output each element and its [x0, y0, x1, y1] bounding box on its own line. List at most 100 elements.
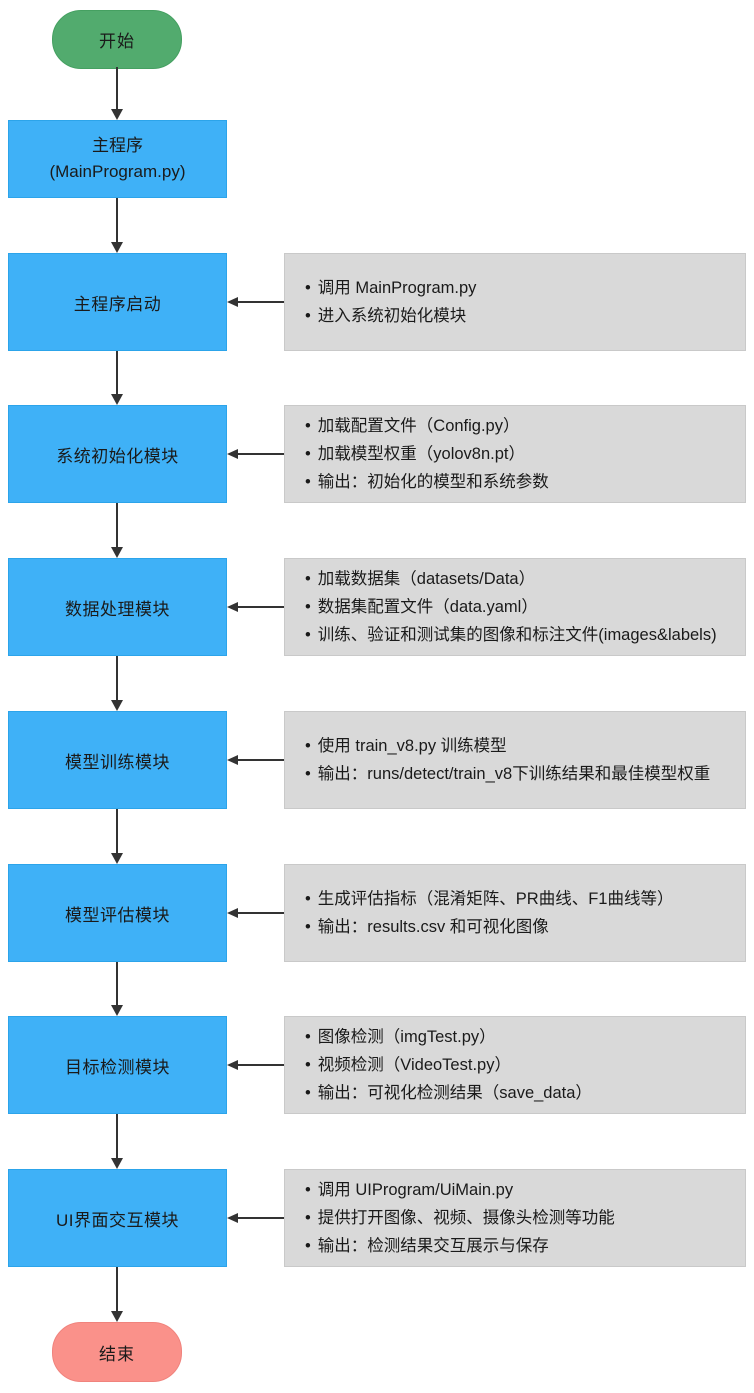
arrow-down-icon: [110, 351, 123, 405]
start-terminal: 开始: [52, 10, 182, 69]
arrow-left-icon: [227, 1016, 284, 1114]
flow-row-program-start: 主程序启动 • 调用 MainProgram.py • 进入系统初始化模块: [0, 253, 754, 351]
note-item: • 输出：初始化的模型和系统参数: [305, 468, 735, 496]
arrow-head: [227, 297, 238, 307]
note-text: 调用 MainProgram.py: [317, 279, 477, 297]
arrow-line: [238, 912, 284, 914]
note-item: • 进入系统初始化模块: [305, 302, 735, 330]
arrow-line: [115, 962, 118, 1005]
arrow-head: [110, 242, 123, 253]
bullet-icon: •: [305, 417, 311, 435]
note-text: 调用 UIProgram/UiMain.py: [317, 1181, 514, 1199]
note-item: • 训练、验证和测试集的图像和标注文件(images&labels): [305, 621, 735, 649]
arrow-down-icon: [110, 962, 123, 1016]
note-text: 输出：runs/detect/train_v8下训练结果和最佳模型权重: [317, 765, 711, 783]
node-object-detection: 目标检测模块: [8, 1016, 227, 1114]
end-label: 结束: [99, 1344, 135, 1364]
arrow-line: [238, 453, 284, 455]
node-main-program: 主程序 (MainProgram.py): [8, 120, 227, 198]
arrow-down-icon: [110, 1114, 123, 1169]
arrow-left-icon: [227, 711, 284, 809]
node-program-start: 主程序启动: [8, 253, 227, 351]
flow-row-ui-interaction: UI界面交互模块 • 调用 UIProgram/UiMain.py • 提供打开…: [0, 1169, 754, 1267]
arrow-head: [227, 602, 238, 612]
note-text: 输出：可视化检测结果（save_data）: [317, 1084, 592, 1102]
note-item: • 加载数据集（datasets/Data）: [305, 565, 735, 593]
note-item: • 提供打开图像、视频、摄像头检测等功能: [305, 1204, 735, 1232]
note-item: • 输出：results.csv 和可视化图像: [305, 913, 735, 941]
note-item: • 生成评估指标（混淆矩阵、PR曲线、F1曲线等）: [305, 885, 735, 913]
arrow-down-icon: [110, 67, 123, 120]
bullet-icon: •: [305, 1209, 311, 1227]
arrow-left-icon: [227, 405, 284, 503]
note-text: 训练、验证和测试集的图像和标注文件(images&labels): [317, 626, 717, 644]
arrow-line: [115, 351, 118, 394]
note-box-program-start: • 调用 MainProgram.py • 进入系统初始化模块: [284, 253, 746, 351]
arrow-line: [238, 1217, 284, 1219]
note-box-system-init: • 加载配置文件（Config.py） • 加载模型权重（yolov8n.pt）…: [284, 405, 746, 503]
note-text: 进入系统初始化模块: [317, 307, 467, 325]
arrow-head: [110, 547, 123, 558]
note-box-object-detection: • 图像检测（imgTest.py） • 视频检测（VideoTest.py） …: [284, 1016, 746, 1114]
node-label: 模型训练模块: [65, 752, 170, 772]
note-text: 加载配置文件（Config.py）: [317, 417, 520, 435]
node-data-processing: 数据处理模块: [8, 558, 227, 656]
note-text: 输出：检测结果交互展示与保存: [317, 1237, 549, 1255]
arrow-head: [110, 700, 123, 711]
note-item: • 加载配置文件（Config.py）: [305, 412, 735, 440]
node-model-evaluation: 模型评估模块: [8, 864, 227, 962]
arrow-line: [115, 656, 118, 700]
arrow-left-icon: [227, 558, 284, 656]
note-text: 输出：results.csv 和可视化图像: [317, 918, 549, 936]
arrow-line: [238, 301, 284, 303]
flow-row-system-init: 系统初始化模块 • 加载配置文件（Config.py） • 加载模型权重（yol…: [0, 405, 754, 503]
note-item: • 数据集配置文件（data.yaml）: [305, 593, 735, 621]
bullet-icon: •: [305, 1028, 311, 1046]
bullet-icon: •: [305, 918, 311, 936]
arrow-head: [110, 1005, 123, 1016]
arrow-down-icon: [110, 503, 123, 558]
arrow-head: [227, 1213, 238, 1223]
node-label: 系统初始化模块: [56, 446, 179, 466]
bullet-icon: •: [305, 1056, 311, 1074]
note-item: • 输出：检测结果交互展示与保存: [305, 1232, 735, 1260]
arrow-head: [110, 109, 123, 120]
arrow-line: [115, 1267, 118, 1311]
flow-row-data-processing: 数据处理模块 • 加载数据集（datasets/Data） • 数据集配置文件（…: [0, 558, 754, 656]
note-item: • 调用 UIProgram/UiMain.py: [305, 1176, 735, 1204]
node-system-init: 系统初始化模块: [8, 405, 227, 503]
bullet-icon: •: [305, 570, 311, 588]
note-item: • 视频检测（VideoTest.py）: [305, 1051, 735, 1079]
flow-row-model-training: 模型训练模块 • 使用 train_v8.py 训练模型 • 输出：runs/d…: [0, 711, 754, 809]
start-label: 开始: [99, 32, 135, 51]
arrow-down-icon: [110, 656, 123, 711]
arrow-head: [110, 1311, 123, 1322]
node-label: UI界面交互模块: [56, 1210, 179, 1230]
arrow-line: [238, 759, 284, 761]
bullet-icon: •: [305, 445, 311, 463]
note-text: 加载模型权重（yolov8n.pt）: [317, 445, 525, 463]
flow-row-model-evaluation: 模型评估模块 • 生成评估指标（混淆矩阵、PR曲线、F1曲线等） • 输出：re…: [0, 864, 754, 962]
bullet-icon: •: [305, 737, 311, 755]
end-terminal: 结束: [52, 1322, 182, 1382]
note-box-data-processing: • 加载数据集（datasets/Data） • 数据集配置文件（data.ya…: [284, 558, 746, 656]
arrow-left-icon: [227, 864, 284, 962]
arrow-head: [227, 1060, 238, 1070]
node-label: 目标检测模块: [65, 1057, 170, 1077]
flow-row-object-detection: 目标检测模块 • 图像检测（imgTest.py） • 视频检测（VideoTe…: [0, 1016, 754, 1114]
node-label: 模型评估模块: [65, 905, 170, 925]
arrow-head: [110, 853, 123, 864]
bullet-icon: •: [305, 1084, 311, 1102]
note-text: 输出：初始化的模型和系统参数: [317, 473, 549, 491]
arrow-head: [110, 1158, 123, 1169]
note-box-ui-interaction: • 调用 UIProgram/UiMain.py • 提供打开图像、视频、摄像头…: [284, 1169, 746, 1267]
main-program-label-line2: (MainProgram.py): [49, 162, 186, 181]
note-text: 加载数据集（datasets/Data）: [317, 570, 536, 588]
arrow-head: [227, 449, 238, 459]
arrow-head: [110, 394, 123, 405]
note-text: 生成评估指标（混淆矩阵、PR曲线、F1曲线等）: [317, 890, 674, 908]
bullet-icon: •: [305, 1181, 311, 1199]
arrow-left-icon: [227, 253, 284, 351]
arrow-line: [115, 1114, 118, 1158]
note-text: 使用 train_v8.py 训练模型: [317, 737, 507, 755]
